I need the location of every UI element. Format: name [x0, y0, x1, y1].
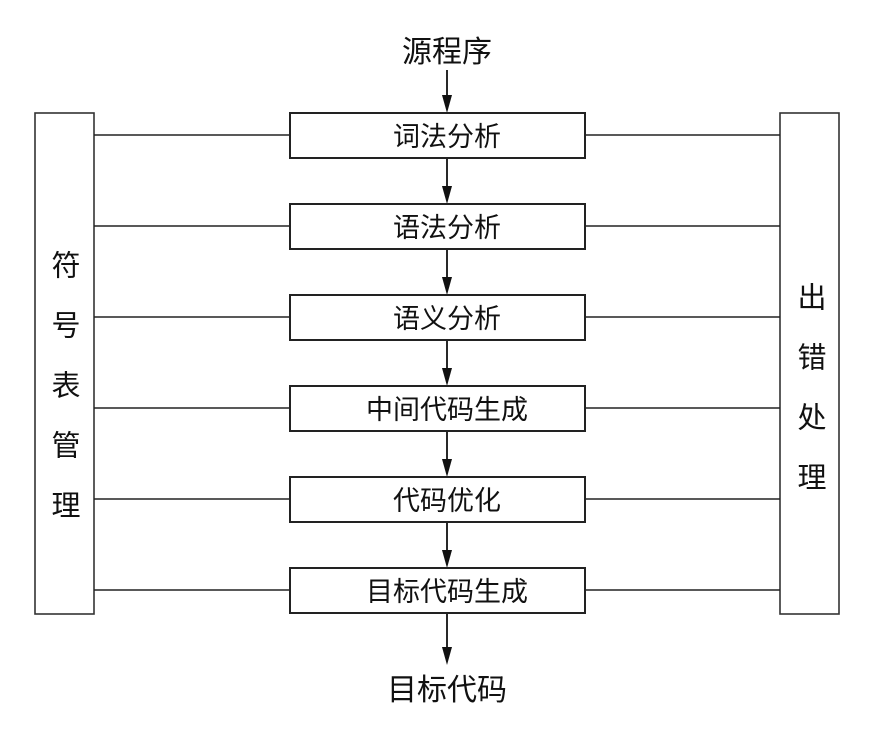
arrow-down-icon [442, 550, 452, 568]
stage-6: 目标代码生成 [289, 567, 586, 614]
arrow-down-icon [442, 95, 452, 113]
arrow-down-icon [442, 459, 452, 477]
arrow-down-icon [442, 277, 452, 295]
stage-arrow [442, 431, 452, 477]
stage-box [289, 385, 586, 432]
stage-label: 中间代码生成 [366, 395, 528, 426]
stage-box [289, 112, 586, 159]
stage-arrow [442, 340, 452, 386]
stage-4: 中间代码生成 [289, 385, 586, 432]
arrow-down-icon [442, 647, 452, 665]
error-handling-box [779, 112, 840, 615]
stage-label: 目标代码生成 [366, 577, 528, 608]
connector-lines [94, 134, 780, 591]
stage-label: 语义分析 [393, 304, 501, 335]
stage-label: 代码优化 [393, 486, 501, 517]
symbol-table-panel: 符号表管理 [34, 112, 95, 615]
stage-2: 语法分析 [289, 203, 586, 250]
stage-box [289, 476, 586, 523]
arrow-down-icon [442, 368, 452, 386]
error-handling-label: 出错处理 [793, 282, 827, 522]
target-code-label: 目标代码 [387, 673, 507, 708]
symbol-table-label: 符号表管理 [47, 250, 81, 550]
stage-arrow [442, 249, 452, 295]
stage-arrow [442, 158, 452, 204]
arrow-down-icon [442, 186, 452, 204]
stage-box [289, 567, 586, 614]
error-handling-panel: 出错处理 [779, 112, 840, 615]
flow-arrows [442, 70, 452, 665]
input-arrow [442, 70, 452, 113]
stage-5: 代码优化 [289, 476, 586, 523]
symbol-table-box [34, 112, 95, 615]
stage-arrow [442, 522, 452, 568]
stage-1: 词法分析 [289, 112, 586, 159]
source-program-label: 源程序 [402, 35, 492, 70]
stage-box [289, 203, 586, 250]
stage-box [289, 294, 586, 341]
output-arrow [442, 613, 452, 665]
stage-3: 语义分析 [289, 294, 586, 341]
stage-label: 词法分析 [393, 122, 501, 153]
stage-label: 语法分析 [393, 213, 501, 244]
